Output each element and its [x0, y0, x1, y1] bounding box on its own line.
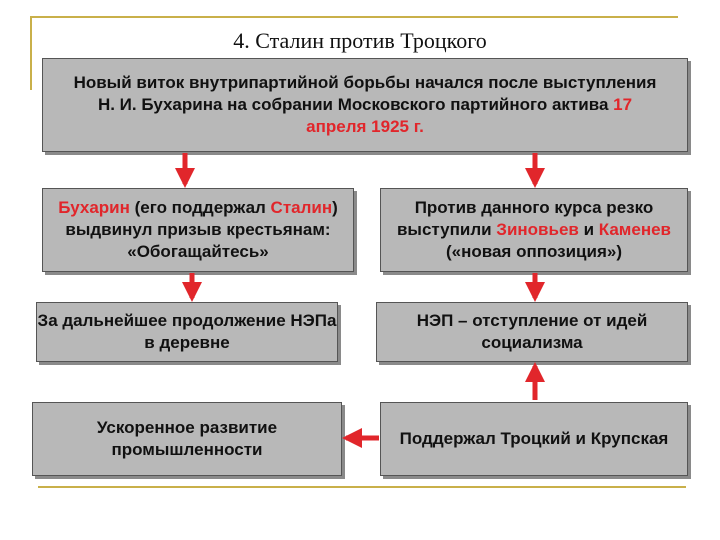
- industry-text: Ускоренное развитие промышленности: [96, 418, 278, 459]
- opposition-box-text: Против данного курса резко выступили Зин…: [381, 197, 687, 263]
- slide-title: 4. Сталин против Троцкого: [233, 28, 487, 53]
- opposition-text-3: («новая оппозиция»): [445, 242, 622, 261]
- frame-bottom-line: [38, 486, 686, 488]
- bukharin-text-1: (его поддержал: [129, 198, 271, 217]
- nep-continuation-box: За дальнейшее продолжение НЭПа в деревне: [36, 302, 338, 362]
- bukharin-box-text: Бухарин (его поддержал Сталин) выдвинул …: [43, 197, 353, 263]
- bukharin-text-2: ) выдвинул призыв крестьянам: «Обогащайт…: [65, 198, 338, 261]
- nep-continuation-text: За дальнейшее продолжение НЭПа в деревне: [37, 311, 337, 352]
- nep-retreat-box: НЭП – отступление от идей социализма: [376, 302, 688, 362]
- top-box: Новый виток внутрипартийной борьбы начал…: [42, 58, 688, 152]
- kamenev-name: Каменев: [598, 220, 672, 239]
- bukharin-box: Бухарин (его поддержал Сталин) выдвинул …: [42, 188, 354, 272]
- top-box-text-main: Новый виток внутрипартийной борьбы начал…: [73, 73, 657, 114]
- opposition-box: Против данного курса резко выступили Зин…: [380, 188, 688, 272]
- opposition-text-1: Против данного курса резко выступили: [396, 198, 654, 239]
- bukharin-name: Бухарин: [58, 198, 130, 217]
- frame-top-line: [30, 16, 678, 18]
- nep-retreat-text: НЭП – отступление от идей социализма: [416, 311, 648, 352]
- trotsky-support-box: Поддержал Троцкий и Крупская: [380, 402, 688, 476]
- frame-left-line: [30, 16, 32, 90]
- top-box-text: Новый виток внутрипартийной борьбы начал…: [73, 72, 657, 138]
- top-box-date: 17 апреля 1925 г.: [306, 95, 633, 136]
- industry-box: Ускоренное развитие промышленности: [32, 402, 342, 476]
- opposition-text-2: и: [578, 220, 599, 239]
- trotsky-support-text: Поддержал Троцкий и Крупская: [399, 429, 669, 448]
- stalin-name: Сталин: [270, 198, 333, 217]
- zinoviev-name: Зиновьев: [496, 220, 579, 239]
